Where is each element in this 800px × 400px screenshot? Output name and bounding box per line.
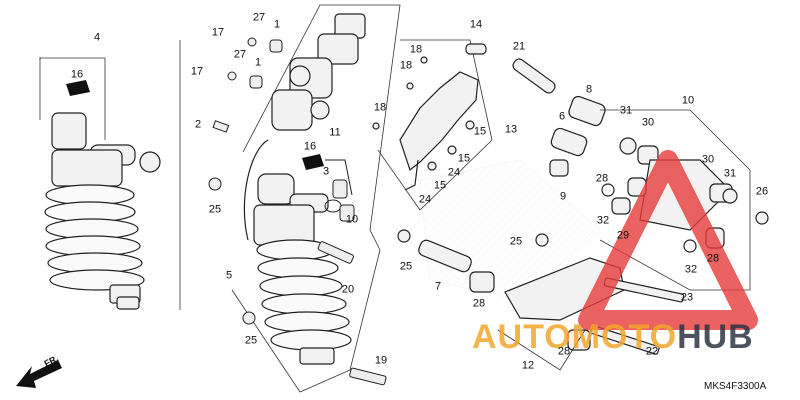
left-shock-bracket [39, 40, 181, 310]
callout-11: 11 [329, 126, 341, 139]
callout-10: 10 [681, 94, 695, 107]
callout-24: 24 [418, 193, 432, 206]
callout-14: 14 [469, 18, 483, 31]
callout-10: 10 [345, 213, 359, 226]
callout-28: 28 [472, 297, 486, 310]
callout-19: 19 [374, 354, 388, 367]
middle-shock-bracket [231, 4, 401, 393]
small-fasteners-left [208, 37, 387, 386]
callout-27: 27 [252, 11, 266, 24]
callout-15: 15 [457, 152, 471, 165]
callout-27: 27 [233, 48, 247, 61]
watermark-brand: AUTOMOTOHUB [472, 318, 754, 357]
callout-4: 4 [93, 31, 101, 44]
label-card-16a [66, 80, 90, 96]
front-direction-arrow [16, 360, 62, 388]
callout-16: 16 [70, 68, 84, 81]
linkage-bracket [599, 109, 751, 291]
callout-6: 6 [558, 110, 566, 123]
left-shock-absorber [44, 112, 161, 310]
callout-17: 17 [190, 65, 204, 78]
callout-31: 31 [619, 104, 633, 117]
linkage-pins [397, 58, 606, 273]
callout-31: 31 [723, 167, 737, 180]
callout-2: 2 [194, 118, 202, 131]
callout-1: 1 [273, 18, 281, 31]
callout-9: 9 [559, 190, 567, 203]
label-card-16b [302, 154, 324, 170]
callout-1: 1 [254, 56, 262, 69]
reservoir-unit [243, 13, 366, 241]
callout-12: 12 [521, 359, 535, 372]
callout-8: 8 [585, 83, 593, 96]
callout-30: 30 [641, 116, 655, 129]
callout-5: 5 [225, 269, 233, 282]
callout-28: 28 [706, 252, 720, 265]
callout-13: 13 [504, 123, 518, 136]
diagram-part-code: MKS4F3300A [704, 381, 767, 392]
watermark-logo [578, 150, 758, 330]
callout-32: 32 [684, 263, 698, 276]
middle-shock-body [253, 173, 352, 365]
callout-15: 15 [433, 179, 447, 192]
callout-29: 29 [616, 229, 630, 242]
callout-25: 25 [509, 235, 523, 248]
callout-28: 28 [595, 172, 609, 185]
callout-23: 23 [680, 291, 694, 304]
callout-15: 15 [473, 125, 487, 138]
callout-25: 25 [208, 203, 222, 216]
callout-18: 18 [373, 101, 387, 114]
callout-3: 3 [322, 165, 330, 178]
watermark-text-secondary: HUB [677, 318, 754, 356]
callout-20: 20 [341, 283, 355, 296]
callout-30: 30 [701, 153, 715, 166]
callout-7: 7 [434, 280, 442, 293]
callout-24: 24 [447, 166, 461, 179]
callout-17: 17 [211, 26, 225, 39]
callout-25: 25 [244, 334, 258, 347]
callout-26: 26 [755, 185, 769, 198]
clip-parts-11 [324, 159, 355, 222]
callout-16: 16 [303, 140, 317, 153]
callout-32: 32 [596, 214, 610, 227]
guard-plate-part [372, 43, 487, 191]
callout-21: 21 [512, 40, 526, 53]
watermark-text-primary: AUTOMOTO [472, 318, 678, 356]
callout-18: 18 [409, 43, 423, 56]
callout-28: 28 [557, 345, 571, 358]
callout-18: 18 [399, 59, 413, 72]
callout-25: 25 [399, 260, 413, 273]
callout-22: 22 [645, 345, 659, 358]
